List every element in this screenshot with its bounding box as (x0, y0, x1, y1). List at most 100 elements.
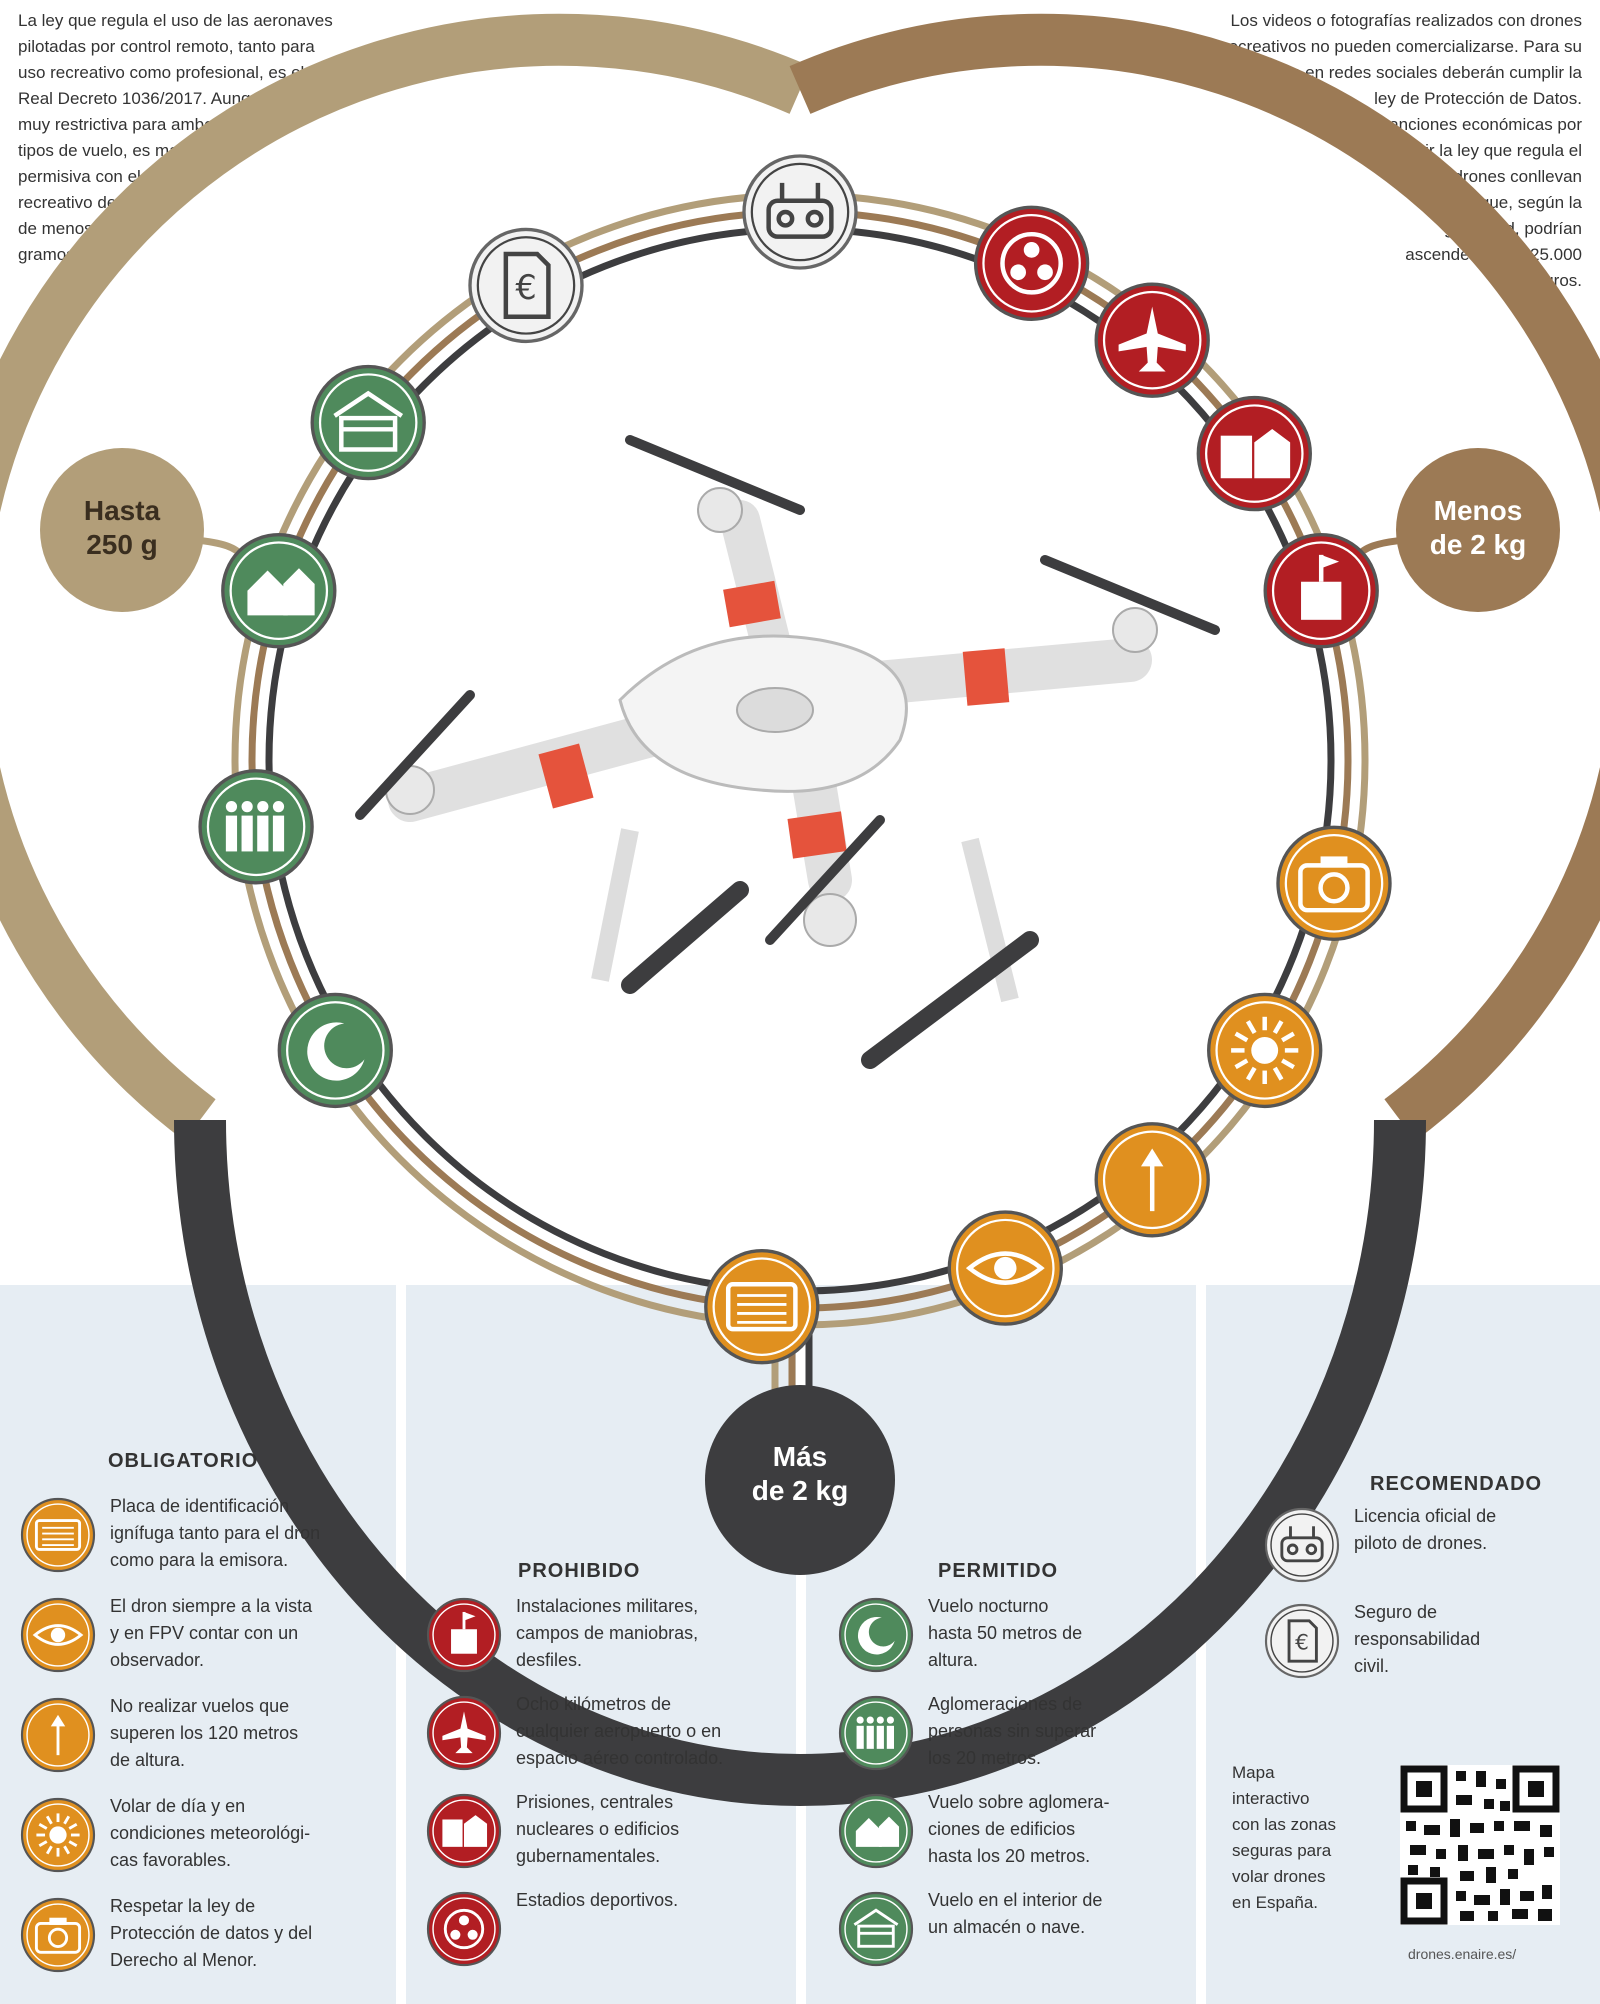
airplane-icon (426, 1695, 502, 1771)
drone-top-button (736, 687, 814, 733)
hub-right-circle (1396, 448, 1560, 612)
permitido-item-text: Vuelo sobre aglomera- ciones de edificio… (928, 1792, 1110, 1866)
propeller-back-left (625, 435, 805, 515)
permitido-item-text: Vuelo nocturno hasta 50 metros de altura… (928, 1596, 1083, 1670)
obligatorio-item-text: No realizar vuelos que superen los 120 m… (110, 1696, 299, 1770)
permitido-item: Aglomeraciones de personas sin superar l… (836, 1693, 1206, 1773)
obligatorio-item-text: Volar de día y en condiciones meteorológ… (110, 1796, 311, 1870)
obligatorio-item: Placa de identificación ignífuga tanto p… (18, 1495, 388, 1575)
camera-icon (20, 1897, 96, 1973)
prohibido-item: Instalaciones militares, campos de manio… (424, 1595, 794, 1675)
people-icon (838, 1695, 914, 1771)
permitido-item: Vuelo nocturno hasta 50 metros de altura… (836, 1595, 1206, 1675)
ring-icons: € (198, 154, 1392, 1365)
recomendado-item: Licencia oficial de piloto de drones. (1262, 1505, 1600, 1585)
obligatorio-item: El dron siempre a la vista y en FPV cont… (18, 1595, 388, 1675)
ring-up-arrow-icon (1094, 1122, 1210, 1238)
hub-left-line2: 250 g (86, 529, 158, 560)
outer-ring-gold-arc (0, 13, 811, 1141)
moon-icon (838, 1597, 914, 1673)
recomendado-item-text: Licencia oficial de piloto de drones. (1354, 1506, 1497, 1553)
obligatorio-item: No realizar vuelos que superen los 120 m… (18, 1695, 388, 1775)
permitido-item: Vuelo sobre aglomera- ciones de edificio… (836, 1791, 1206, 1871)
recomendado-item-text: Seguro de responsabilidad civil. (1354, 1602, 1481, 1676)
arm-band-3 (723, 580, 781, 628)
ring-warehouse-icon (310, 364, 426, 481)
arm-band-1 (538, 743, 594, 809)
qr-code (1400, 1765, 1560, 1925)
outer-ring-charcoal-arc (174, 1119, 1426, 1806)
obligatorio-item-text: Placa de identificación ignífuga tanto p… (110, 1496, 321, 1570)
obligatorio-item-text: El dron siempre a la vista y en FPV cont… (110, 1596, 313, 1670)
hub-bottom-label: Más de 2 kg (720, 1440, 880, 1508)
insurance-document-icon: € (1264, 1603, 1340, 1679)
obligatorio-item: Volar de día y en condiciones meteorológ… (18, 1795, 388, 1875)
ring-insurance-document-icon: € (468, 227, 584, 344)
prohibido-item-text: Instalaciones militares, campos de manio… (516, 1596, 699, 1670)
obligatorio-title: OBLIGATORIO (108, 1450, 259, 1472)
ring-moon-icon (277, 992, 393, 1109)
ring-airplane-icon (1094, 282, 1210, 398)
arm-band-4 (787, 811, 847, 859)
hub-bottom-line1: Más (772, 1441, 828, 1472)
government-building-icon (426, 1793, 502, 1869)
ring-stadium-ball-icon (973, 205, 1090, 321)
prohibido-item-text: Ocho kilómetros de cualquier aeropuerto … (516, 1694, 724, 1768)
prohibido-item: Prisiones, centrales nucleares o edifici… (424, 1791, 794, 1871)
hub-bottom-circle (705, 1385, 895, 1575)
map-url[interactable]: drones.enaire.es/ (1408, 1946, 1517, 1962)
ring-houses-icon (221, 533, 337, 649)
propeller-front-left (355, 690, 475, 820)
ring-id-plate-icon (704, 1249, 820, 1365)
obligatorio-item: Respetar la ley de Protección de datos y… (18, 1895, 388, 1975)
houses-icon (838, 1793, 914, 1869)
id-plate-icon (20, 1497, 96, 1573)
prohibido-item: Ocho kilómetros de cualquier aeropuerto … (424, 1693, 794, 1773)
hub-left-label: Hasta 250 g (52, 494, 192, 562)
prohibido-item-text: Prisiones, centrales nucleares o edifici… (516, 1792, 680, 1866)
recomendado-item: €Seguro de responsabilidad civil. (1262, 1601, 1600, 1681)
recomendado-title: RECOMENDADO (1370, 1473, 1543, 1495)
military-flag-icon (426, 1597, 502, 1673)
landing-gear-left (591, 828, 639, 982)
hub-left-circle (40, 448, 204, 612)
skid-right (861, 931, 1039, 1069)
svg-text:€: € (515, 268, 536, 307)
outer-ring-brown-arc (789, 13, 1600, 1141)
skid-left (621, 881, 749, 994)
prohibido-item: Estadios deportivos. (424, 1889, 794, 1969)
remote-control-icon (1264, 1507, 1340, 1583)
ring-government-building-icon (1196, 395, 1312, 512)
landing-gear-right (961, 837, 1019, 1003)
motor-back-right (1112, 607, 1158, 653)
propeller-back-right (1040, 555, 1220, 635)
prohibido-item-text: Estadios deportivos. (516, 1890, 679, 1910)
drone-illustration (355, 435, 1220, 1069)
hub-bottom-line2: de 2 kg (751, 1475, 849, 1506)
ring-remote-control-icon (742, 154, 858, 270)
hub-right-line2: de 2 kg (1429, 529, 1527, 560)
ring-sun-icon (1207, 992, 1323, 1109)
sun-icon (20, 1797, 96, 1873)
ring-people-icon (198, 769, 314, 885)
motor-back-left (697, 487, 743, 533)
arm-band-2 (962, 648, 1010, 706)
up-arrow-icon (20, 1697, 96, 1773)
motor-front-right (803, 893, 857, 947)
stadium-ball-icon (426, 1891, 502, 1967)
propeller-front-right (765, 815, 885, 945)
hub-left-line1: Hasta (83, 495, 161, 526)
warehouse-icon (838, 1891, 914, 1967)
permitido-title: PERMITIDO (938, 1560, 1059, 1582)
map-description: Mapa interactivo con las zonas seguras p… (1232, 1763, 1336, 1912)
permitido-item: Vuelo en el interior de un almacén o nav… (836, 1889, 1206, 1969)
prohibido-title: PROHIBIDO (518, 1560, 641, 1582)
eye-icon (20, 1597, 96, 1673)
ring-military-flag-icon (1263, 533, 1379, 649)
permitido-item-text: Aglomeraciones de personas sin superar l… (928, 1694, 1097, 1768)
hub-right-line1: Menos (1433, 495, 1523, 526)
permitido-item-text: Vuelo en el interior de un almacén o nav… (928, 1890, 1103, 1937)
ring-camera-icon (1276, 825, 1392, 941)
ring-eye-icon (947, 1210, 1063, 1326)
